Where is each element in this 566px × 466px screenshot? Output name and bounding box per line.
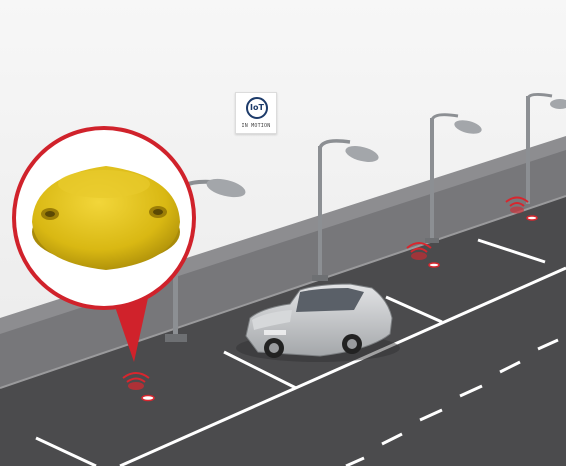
- iot-in-motion-logo: IoT IN MOTION: [235, 92, 277, 134]
- logo-mark: IoT: [246, 97, 268, 119]
- logo-caption: IN MOTION: [236, 123, 276, 129]
